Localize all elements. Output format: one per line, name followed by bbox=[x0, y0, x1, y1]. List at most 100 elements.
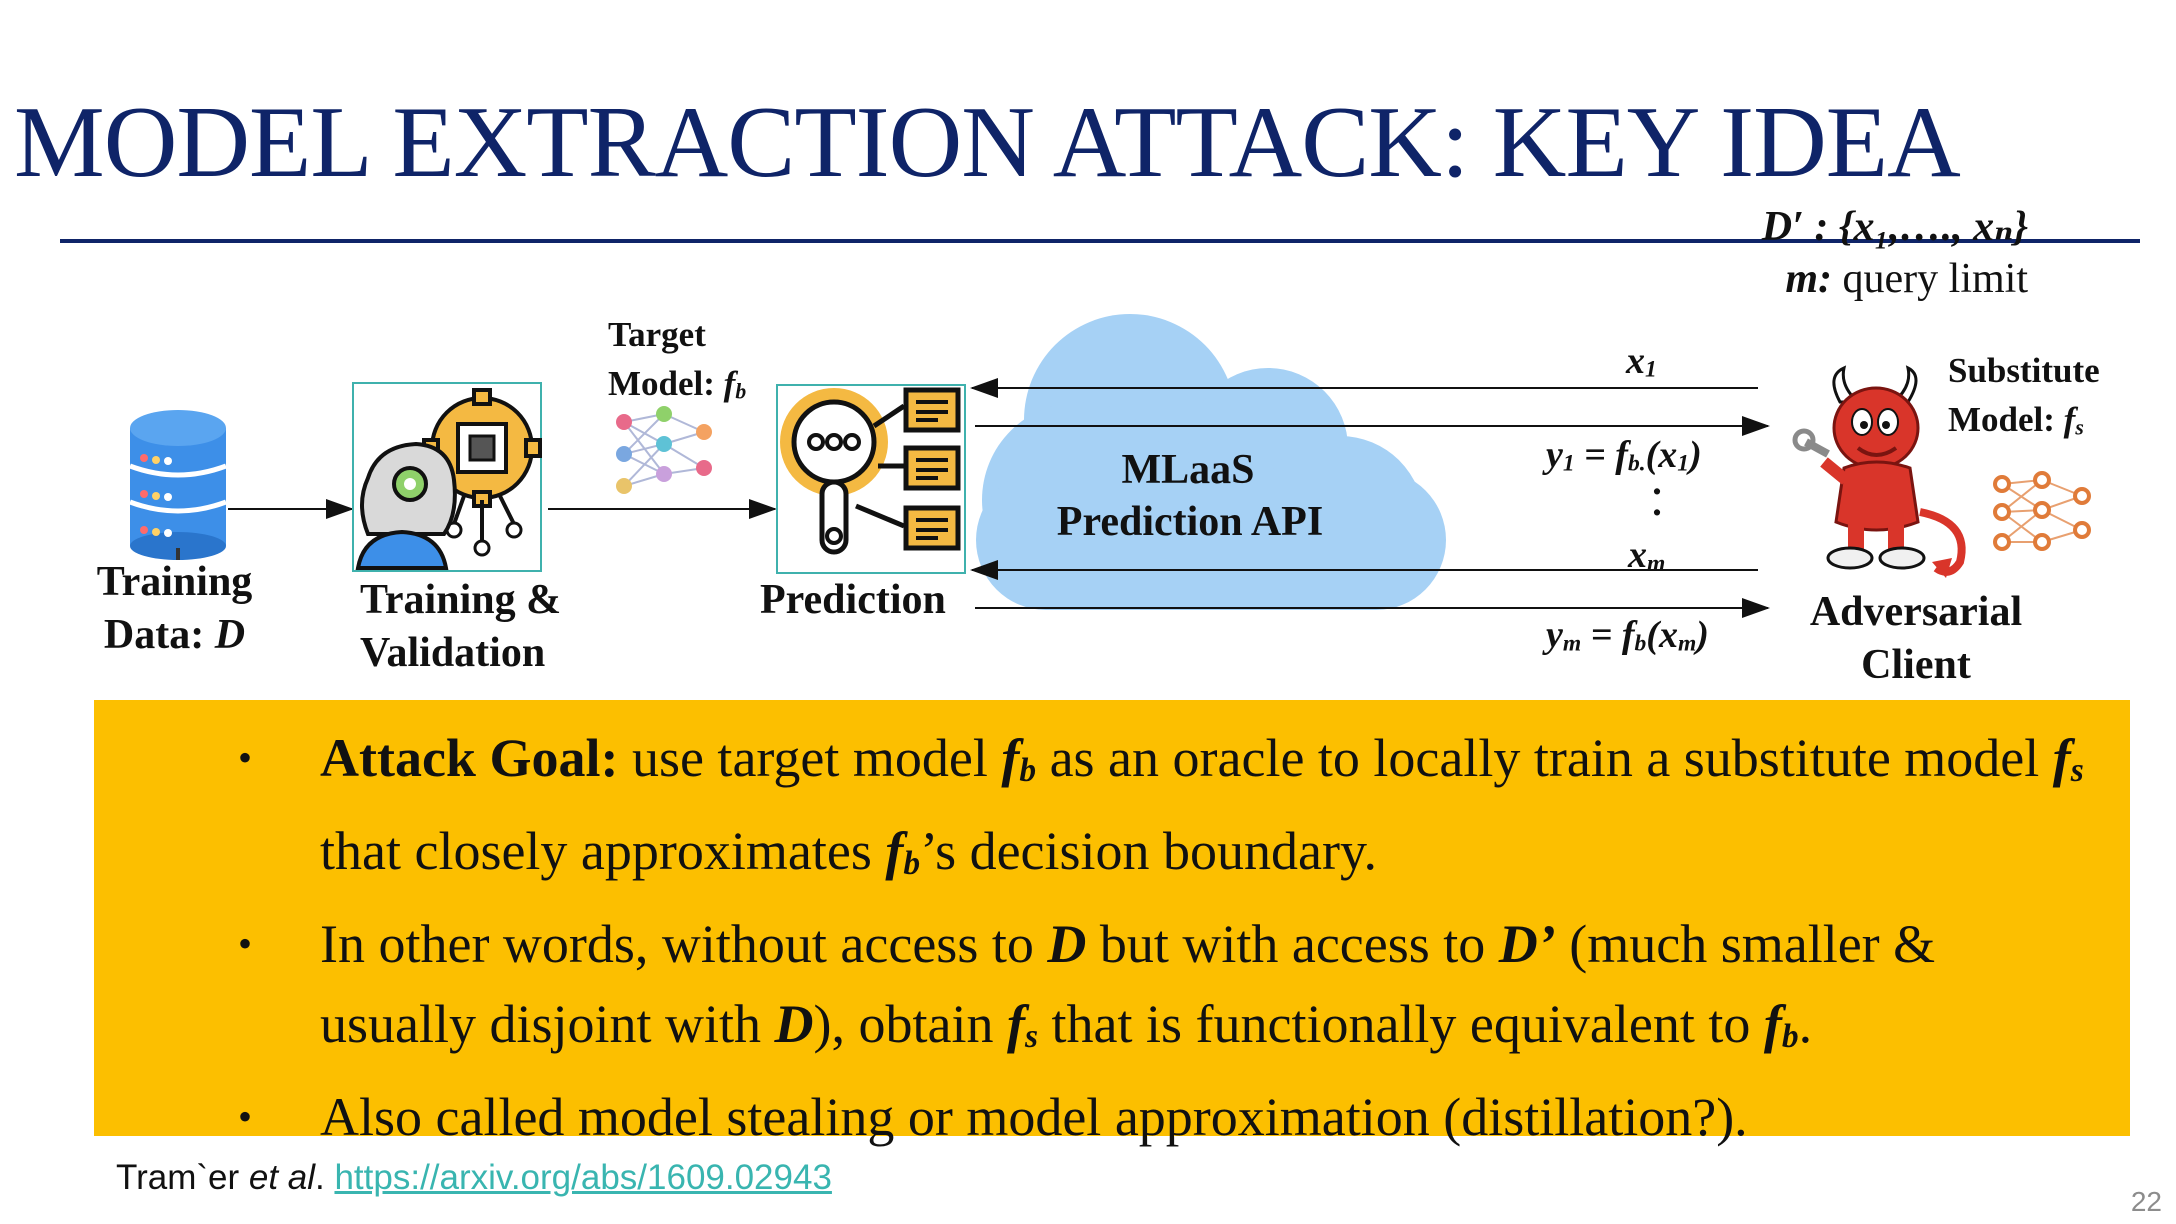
adversarial-client-label: Adversarial Client bbox=[1796, 586, 2036, 691]
bullet-attack-goal: Attack Goal: use target model fb as an o… bbox=[224, 718, 2100, 904]
x1-base: x bbox=[1626, 340, 1645, 382]
target-symbol-sub: b bbox=[735, 379, 747, 404]
b1-sub3: b bbox=[903, 845, 921, 883]
citation: Tram`er et al. https://arxiv.org/abs/160… bbox=[116, 1158, 832, 1198]
b1-text3: that closely approximates bbox=[320, 821, 886, 882]
citation-dot: . bbox=[315, 1158, 335, 1197]
slide-title: MODEL EXTRACTION ATTACK: KEY IDEA bbox=[14, 86, 1961, 199]
query-limit: m: query limit bbox=[1785, 258, 2028, 300]
database-icon bbox=[129, 410, 227, 560]
b2-sub1: s bbox=[1024, 1018, 1039, 1056]
b2-text3: (much smaller & usually disjoint with bbox=[320, 914, 1936, 1055]
x1-sub: 1 bbox=[1645, 356, 1657, 383]
bullet-list: Attack Goal: use target model fb as an o… bbox=[224, 718, 2100, 1157]
ym-fsub: b bbox=[1634, 630, 1647, 657]
substitute-line2: Model: fs bbox=[1948, 395, 2100, 444]
training-data-line2: Data: D bbox=[92, 609, 257, 662]
ym-base: y bbox=[1546, 614, 1563, 656]
response-y1: y1 = fb.(x1) bbox=[1546, 436, 1702, 476]
substitute-network-icon bbox=[1993, 471, 2091, 551]
b1-text2: as an oracle to locally train a substitu… bbox=[1036, 728, 2053, 788]
citation-author: Tram`er bbox=[116, 1158, 249, 1197]
prediction-label: Prediction bbox=[760, 577, 946, 623]
target-label-line2: Model: fb bbox=[608, 359, 746, 408]
query-limit-text: query limit bbox=[1832, 256, 2028, 302]
y1-fsub: b. bbox=[1627, 450, 1646, 477]
substitute-symbol-sub: s bbox=[2075, 415, 2084, 440]
b2-dataset3: D bbox=[774, 994, 814, 1055]
ym-close: ) bbox=[1696, 614, 1709, 656]
citation-link[interactable]: https://arxiv.org/abs/1609.02943 bbox=[334, 1158, 832, 1197]
prediction-icon-frame bbox=[776, 384, 966, 574]
ym-sub: m bbox=[1562, 630, 1582, 657]
cloud-label-line1: MLaaS bbox=[1121, 447, 1255, 493]
xm-sub: m bbox=[1647, 550, 1666, 577]
page-number: 22 bbox=[2130, 1186, 2162, 1217]
b1-symbol2: f bbox=[2052, 728, 2071, 788]
training-icon-frame bbox=[352, 382, 542, 572]
xm-base: x bbox=[1628, 534, 1647, 576]
ym-mid: = f bbox=[1581, 614, 1635, 656]
key-points-box: Attack Goal: use target model fb as an o… bbox=[94, 700, 2130, 1157]
prediction-icon bbox=[780, 387, 961, 555]
b2-text2: but with access to bbox=[1086, 914, 1499, 975]
dataset-symbol: D bbox=[214, 611, 246, 658]
training-data-line2-text: Data: bbox=[103, 611, 215, 658]
y1-sub: 1 bbox=[1562, 450, 1575, 477]
devil-mascot-icon bbox=[1792, 365, 1966, 578]
b2-text5: that is functionally equivalent to bbox=[1038, 994, 1764, 1055]
b2-dataset2: D’ bbox=[1498, 914, 1556, 975]
b2-text6: . bbox=[1798, 994, 1813, 1055]
ym-xsub: m bbox=[1677, 630, 1697, 657]
training-data-label: Training Data: D bbox=[92, 556, 257, 661]
adversary-line1: Adversarial bbox=[1809, 589, 2023, 635]
substitute-model-label: Substitute Model: fs bbox=[1948, 346, 2100, 444]
target-label-text: Model: bbox=[608, 364, 724, 403]
bullet-also-called: Also called model stealing or model appr… bbox=[224, 1077, 2100, 1157]
query-ellipsis: · · bbox=[1652, 471, 1662, 534]
response-ym: ym = fb(xm) bbox=[1546, 616, 1709, 656]
y1-close: ) bbox=[1689, 434, 1702, 476]
target-model-label: Target Model: fb bbox=[608, 310, 746, 408]
query-x1: x1 bbox=[1626, 342, 1657, 382]
target-symbol: f bbox=[723, 364, 736, 403]
substitute-label-text: Model: bbox=[1948, 400, 2064, 439]
b1-symbol3: f bbox=[885, 821, 904, 882]
citation-etal: et al bbox=[248, 1158, 316, 1197]
training-data-line1: Training bbox=[96, 559, 253, 605]
ai-training-icon bbox=[355, 388, 542, 570]
query-limit-symbol: m: bbox=[1785, 256, 1833, 302]
dprime-set: D′ : {x₁,…., xₙ} bbox=[1761, 204, 2028, 250]
cloud-label-line2: Prediction API bbox=[1056, 499, 1324, 545]
b1-sub1: b bbox=[1019, 752, 1037, 790]
y1-end: (x bbox=[1645, 434, 1678, 476]
attack-goal-label: Attack Goal: bbox=[320, 728, 619, 788]
bullet-in-other-words: In other words, without access to D but … bbox=[224, 904, 2100, 1077]
training-label-line2: Validation bbox=[360, 629, 546, 676]
training-label-line1: Training & bbox=[360, 577, 562, 623]
ym-end: (x bbox=[1646, 614, 1678, 656]
b2-symbol1: f bbox=[1007, 994, 1025, 1055]
b2-text1: In other words, without access to bbox=[320, 914, 1048, 975]
b2-symbol2: f bbox=[1763, 994, 1782, 1055]
y1-base: y bbox=[1546, 434, 1563, 476]
b1-text4: ’s decision boundary. bbox=[920, 821, 1377, 882]
b1-text1: use target model bbox=[618, 728, 1002, 788]
b1-symbol1: f bbox=[1001, 728, 1020, 788]
adversary-line2: Client bbox=[1861, 641, 1971, 688]
target-network-icon bbox=[616, 406, 712, 494]
b1-sub2: s bbox=[2070, 752, 2084, 790]
substitute-symbol: f bbox=[2063, 400, 2076, 439]
b2-dataset1: D bbox=[1047, 914, 1087, 975]
substitute-line1: Substitute bbox=[1948, 351, 2100, 390]
y1-xsub: 1 bbox=[1677, 450, 1690, 477]
training-validation-label: Training & Validation bbox=[360, 574, 561, 679]
y1-mid: = f bbox=[1574, 434, 1628, 476]
b2-sub2: b bbox=[1781, 1018, 1799, 1056]
target-label-line1: Target bbox=[608, 315, 706, 354]
title-divider bbox=[60, 239, 2140, 243]
b2-text4: ), obtain bbox=[813, 994, 1007, 1055]
query-xm: xm bbox=[1628, 536, 1665, 576]
